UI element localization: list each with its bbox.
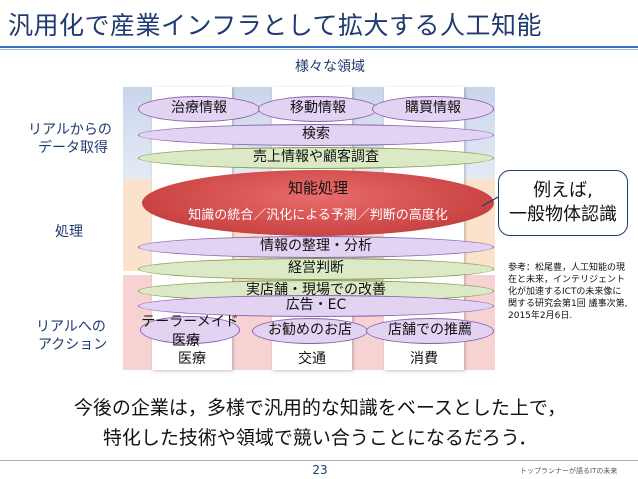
- slide-title: 汎用化で産業インフラとして拡大する人工知能: [8, 11, 543, 40]
- reference-note: 参考：松尾豊，人工知能の現在と未来，インテリジェント化が加速するICTの未来像に…: [508, 263, 628, 321]
- row-label-action-line2: アクション: [38, 337, 108, 353]
- tailormade-label-2: 医療: [172, 333, 200, 349]
- callout-connector: [481, 195, 501, 207]
- conclusion-text: 今後の企業は，多様で汎用的な知識をベースとした上で， 特化した技術や領域で競い合…: [20, 393, 620, 453]
- intelligence-title: 知能処理: [287, 179, 348, 197]
- row-label-data: リアルからの データ取得: [28, 121, 112, 157]
- tailormade-label: テーラーメイド: [141, 314, 239, 330]
- row-label-data-line1: リアルからの: [28, 122, 112, 138]
- row-label-processing: 処理: [55, 224, 83, 240]
- column-label-medical: 医療: [178, 351, 206, 367]
- intelligence-subtitle: 知識の統合／汎化による予測／判断の高度化: [188, 208, 448, 223]
- ellipse-tailormade: テーラーメイド: [140, 314, 240, 344]
- ellipse-mobility-info: 移動情報: [258, 96, 378, 122]
- row-label-action: リアルへの アクション: [36, 318, 107, 354]
- ellipse-recommend-store: お勧めのお店: [252, 318, 368, 344]
- callout-box: 例えば, 一般物体認識: [498, 170, 628, 236]
- footer-note: トップランナーが語るITの未来: [520, 467, 618, 475]
- ellipse-sales-survey: 売上情報や顧客調査: [138, 147, 494, 169]
- callout-line2: 一般物体認識: [509, 204, 617, 225]
- top-heading: 様々な領域: [295, 59, 365, 75]
- title-divider-thin: [0, 49, 638, 50]
- ellipse-purchase-info: 購買情報: [372, 96, 494, 122]
- conclusion-line1: 今後の企業は，多様で汎用的な知識をベースとした上で，: [73, 397, 567, 419]
- callout-line1: 例えば,: [533, 180, 593, 201]
- page-number: 23: [312, 463, 328, 477]
- ellipse-intelligence: 知能処理 知識の統合／汎化による予測／判断の高度化: [142, 170, 494, 236]
- ellipse-store-promo: 店舗での推薦: [366, 318, 494, 344]
- ellipse-management: 経営判断: [138, 258, 494, 280]
- title-divider: [0, 46, 638, 48]
- column-label-traffic: 交通: [298, 351, 326, 367]
- ellipse-search: 検索: [138, 124, 494, 146]
- ellipse-ads-ec: 広告・EC: [138, 295, 494, 317]
- ellipse-info-organize: 情報の整理・分析: [138, 236, 494, 258]
- column-label-consumption: 消費: [410, 351, 438, 367]
- row-label-action-line1: リアルへの: [36, 319, 106, 335]
- ellipse-medical-info: 治療情報: [138, 96, 260, 122]
- footer-divider: [0, 460, 638, 461]
- conclusion-line2: 特化した技術や領域で競い合うことになるだろう．: [102, 427, 538, 449]
- row-label-data-line2: データ取得: [38, 140, 108, 156]
